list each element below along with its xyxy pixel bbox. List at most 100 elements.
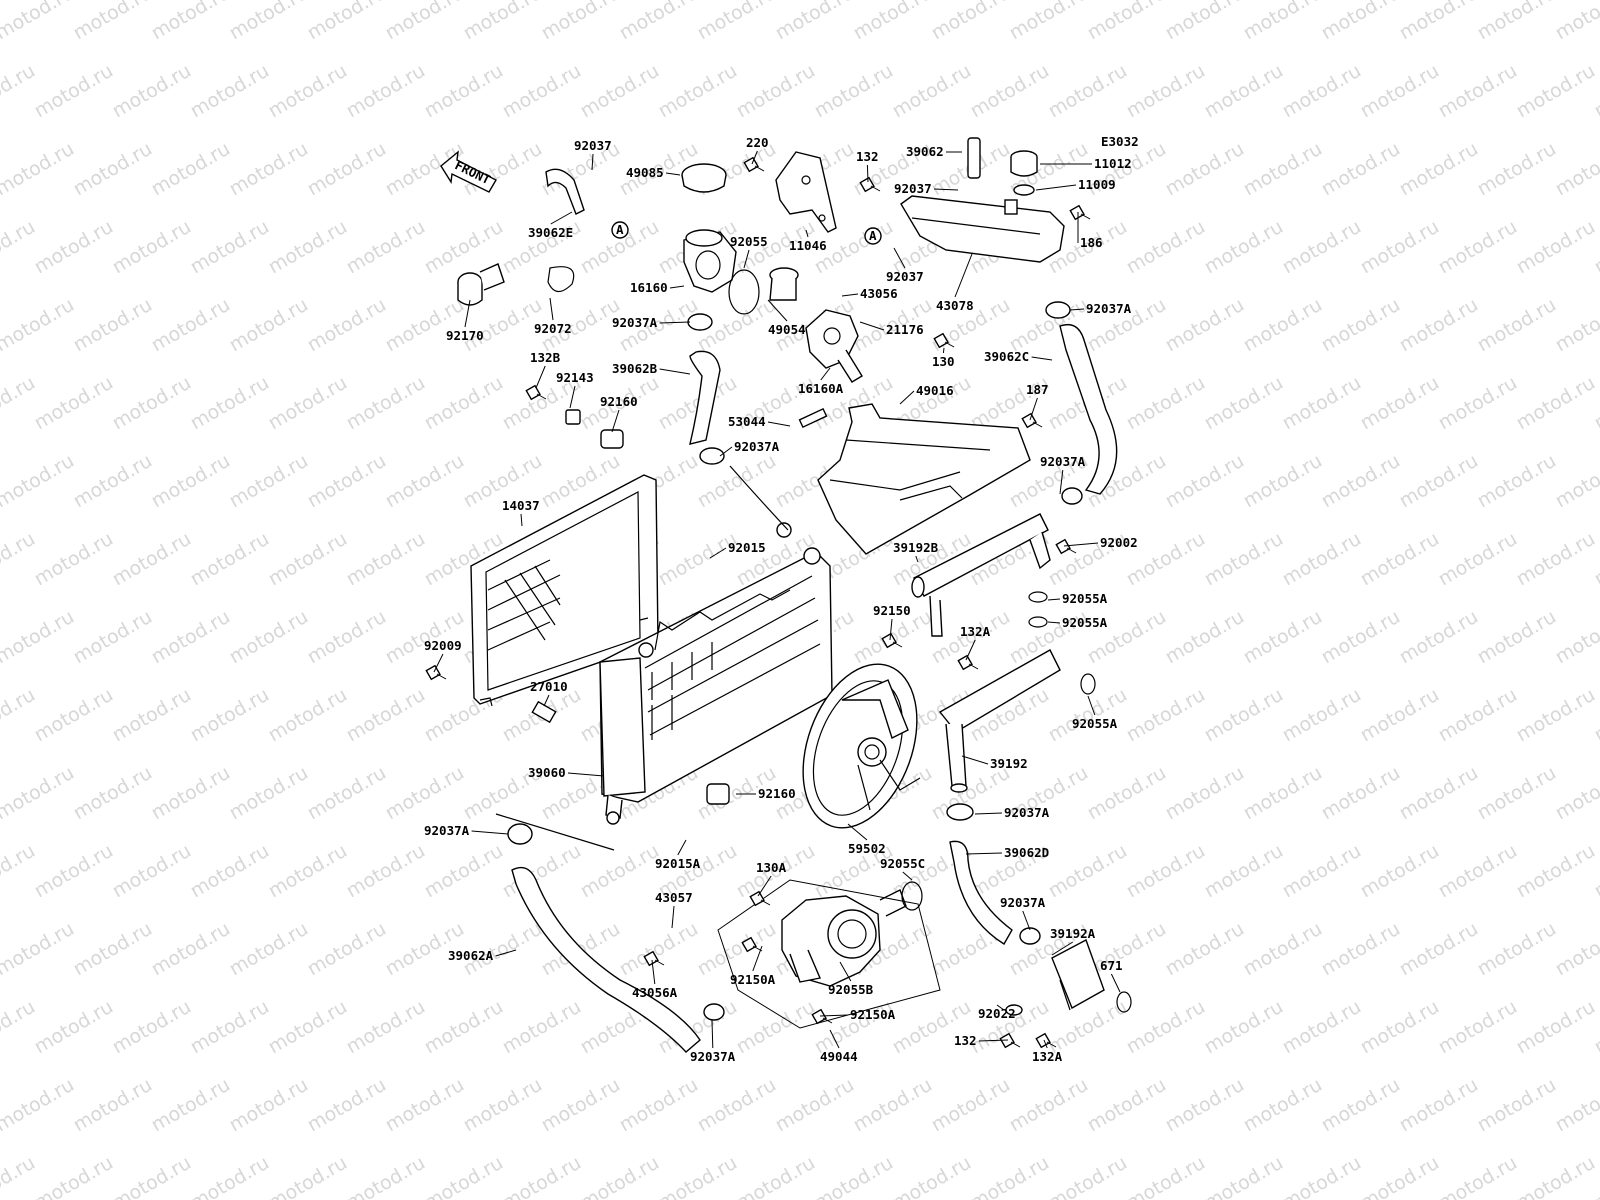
leader-line (859, 321, 885, 331)
part-label: 21176 (886, 322, 924, 337)
leader-line (464, 299, 471, 328)
watermark: motod.ru (1201, 216, 1287, 279)
part-label: 92055B (828, 982, 874, 997)
part-label: 11012 (1094, 156, 1132, 171)
part-label: 92055 (730, 234, 768, 249)
o-ring-92055a-1 (1028, 591, 1048, 603)
bracket (775, 151, 837, 233)
watermark: motod.ru (304, 450, 390, 513)
watermark: motod.ru (1513, 840, 1599, 903)
part-label: 39062E (528, 225, 573, 240)
watermark: motod.ru (811, 60, 897, 123)
watermark: motod.ru (1357, 216, 1443, 279)
watermark: motod.ru (1474, 294, 1560, 357)
watermark: motod.ru (148, 762, 234, 825)
watermark: motod.ru (1474, 1074, 1560, 1137)
clamp-92037a-pump (1019, 927, 1041, 945)
o-ring-671 (1116, 991, 1132, 1013)
reserve-tank (900, 195, 1065, 263)
watermark: motod.ru (0, 216, 39, 279)
watermark: motod.ru (1240, 918, 1326, 981)
bolt (859, 176, 881, 193)
watermark: motod.ru (889, 60, 975, 123)
part-label: 27010 (530, 679, 568, 694)
watermark: motod.ru (1279, 216, 1365, 279)
watermark: motod.ru (226, 0, 312, 44)
watermark: motod.ru (1201, 840, 1287, 903)
radiator (599, 522, 833, 825)
watermark: motod.ru (655, 60, 741, 123)
watermark: motod.ru (0, 294, 78, 357)
leader-line (549, 297, 554, 321)
watermark: motod.ru (460, 0, 546, 44)
leader-line (1022, 910, 1031, 931)
leader-line (1029, 397, 1038, 421)
watermark: motod.ru (1084, 1074, 1170, 1137)
watermark: motod.ru (1435, 60, 1521, 123)
part-label: 43056A (632, 985, 678, 1000)
watermark: motod.ru (382, 0, 468, 44)
part-label: 132A (1032, 1049, 1063, 1064)
watermark: motod.ru (1396, 606, 1482, 669)
leader-line (520, 513, 523, 527)
watermark: motod.ru (1201, 684, 1287, 747)
watermark: motod.ru (1474, 0, 1560, 44)
leader-line (659, 368, 691, 375)
clamp-92037a-bottom (703, 1003, 725, 1021)
watermark: motod.ru (694, 918, 780, 981)
hose-39062d (949, 840, 1013, 945)
watermark: motod.ru (1123, 60, 1209, 123)
watermark: motod.ru (70, 450, 156, 513)
part-label: 43078 (936, 298, 974, 313)
part-label: 92037 (894, 181, 932, 196)
leader-line (677, 839, 687, 856)
leader-line (866, 164, 869, 183)
watermark: motod.ru (70, 1074, 156, 1137)
watermark: motod.ru (1201, 528, 1287, 591)
watermark: motod.ru (343, 216, 429, 279)
watermark: motod.ru (0, 996, 39, 1059)
watermark: motod.ru (1435, 1152, 1521, 1200)
watermark: motod.ru (1357, 840, 1443, 903)
clamp-92037a-mid (699, 447, 725, 465)
water-pipe-39192a (1051, 939, 1105, 1011)
watermark: motod.ru (31, 1152, 117, 1200)
watermark: motod.ru (1513, 996, 1599, 1059)
watermark: motod.ru (1279, 840, 1365, 903)
watermark: motod.ru (1552, 606, 1600, 669)
watermark: motod.ru (1162, 1074, 1248, 1137)
leader-line (671, 905, 675, 929)
watermark: motod.ru (70, 918, 156, 981)
watermark: motod.ru (187, 528, 273, 591)
pipe-53044 (798, 407, 828, 429)
leader-line (611, 409, 620, 433)
bolt (881, 632, 903, 649)
bolt (425, 664, 447, 681)
watermark: motod.ru (304, 138, 390, 201)
watermark: motod.ru (1279, 372, 1365, 435)
part-label: 92037 (574, 138, 612, 153)
watermark: motod.ru (538, 0, 624, 44)
part-label: 132A (960, 624, 991, 639)
part-label: 92160 (600, 394, 638, 409)
watermark: motod.ru (1318, 0, 1404, 44)
watermark: motod.ru (655, 1152, 741, 1200)
leader-line (433, 653, 444, 673)
watermark: motod.ru (148, 0, 234, 44)
water-pipe-39192 (938, 649, 1061, 793)
watermark: motod.ru (1513, 372, 1599, 435)
hose-39062 (967, 137, 981, 179)
clamp-92170 (457, 263, 505, 306)
watermark: motod.ru (343, 372, 429, 435)
watermark: motod.ru (850, 1074, 936, 1137)
part-label: 92150A (850, 1007, 896, 1022)
watermark: motod.ru (616, 0, 702, 44)
watermark: motod.ru (655, 528, 741, 591)
watermark: motod.ru (70, 138, 156, 201)
leader-line (709, 547, 727, 559)
leader-line (550, 211, 573, 225)
watermark: motod.ru (343, 996, 429, 1059)
watermark: motod.ru (1474, 918, 1560, 981)
watermark: motod.ru (772, 0, 858, 44)
leader-line (841, 293, 859, 297)
